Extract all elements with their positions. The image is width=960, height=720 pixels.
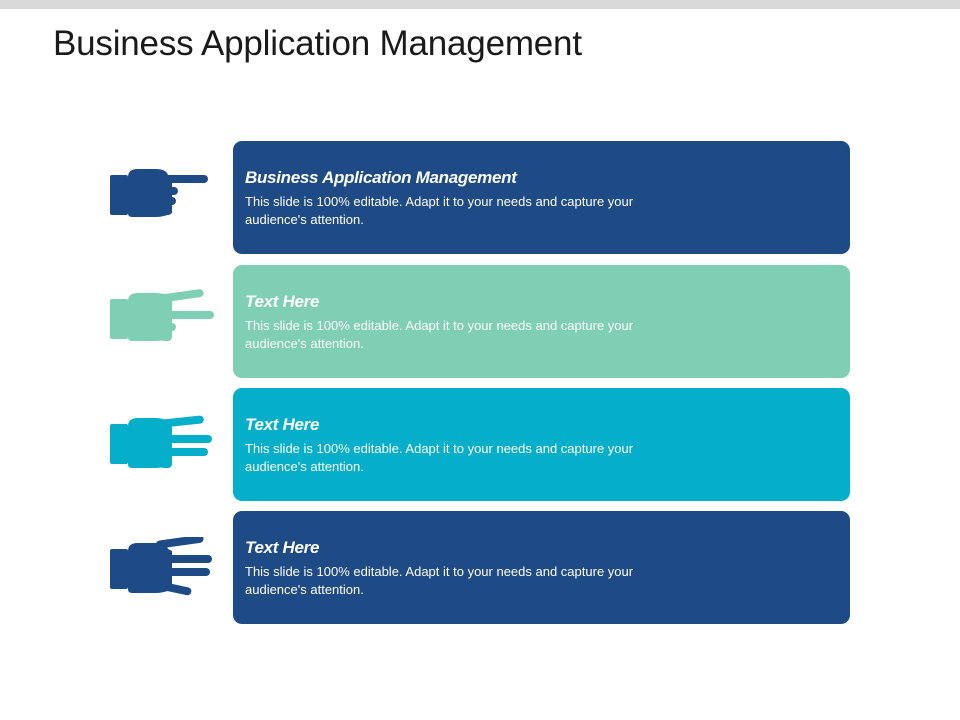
page-title: Business Application Management <box>53 24 582 63</box>
card-4: Text Here This slide is 100% editable. A… <box>233 511 850 624</box>
top-bar <box>0 0 960 9</box>
card-2: Text Here This slide is 100% editable. A… <box>233 265 850 378</box>
card-body: This slide is 100% editable. Adapt it to… <box>245 441 634 474</box>
card-1: Business Application Management This sli… <box>233 141 850 254</box>
pointing-hand-two-fingers-icon <box>110 289 214 341</box>
list-item-2: Text Here This slide is 100% editable. A… <box>0 265 960 378</box>
card-heading: Text Here <box>245 538 320 557</box>
card-body: This slide is 100% editable. Adapt it to… <box>245 564 634 597</box>
list-item-1: Business Application Management This sli… <box>0 141 960 254</box>
list-item-3: Text Here This slide is 100% editable. A… <box>0 388 960 501</box>
list-item-4: Text Here This slide is 100% editable. A… <box>0 511 960 624</box>
pointing-hand-one-finger-icon <box>110 169 208 217</box>
card-body: This slide is 100% editable. Adapt it to… <box>245 318 634 351</box>
pointing-hand-three-fingers-icon <box>110 415 212 468</box>
card-3: Text Here This slide is 100% editable. A… <box>233 388 850 501</box>
card-heading: Text Here <box>245 292 320 311</box>
card-heading: Text Here <box>245 415 320 434</box>
pointing-hand-four-fingers-icon <box>110 537 212 596</box>
card-body: This slide is 100% editable. Adapt it to… <box>245 194 634 227</box>
card-heading: Business Application Management <box>245 168 517 187</box>
